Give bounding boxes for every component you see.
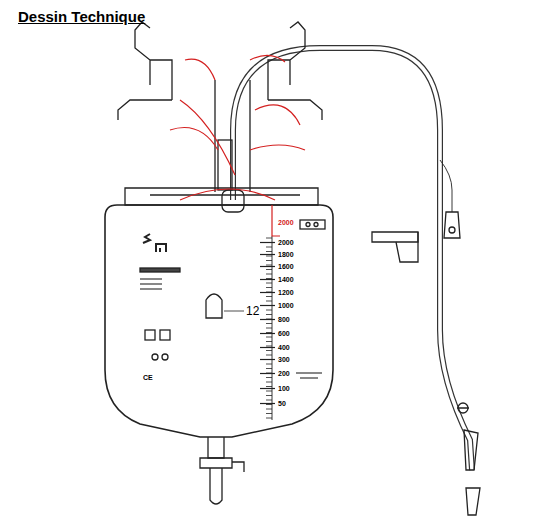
title: Dessin Technique xyxy=(18,9,145,24)
scale-number: 600 xyxy=(278,330,290,337)
scale-number: 100 xyxy=(278,385,290,392)
scale-number: 800 xyxy=(278,316,290,323)
scale-number: 200 xyxy=(278,370,290,377)
scale-number: 1800 xyxy=(278,251,294,258)
scale-number: 300 xyxy=(278,356,290,363)
ce-mark: CE xyxy=(143,374,153,381)
scale-ticks xyxy=(260,238,275,418)
scale-number: 50 xyxy=(278,400,286,407)
scale-number: 1000 xyxy=(278,302,294,309)
scale-number: 1400 xyxy=(278,276,294,283)
scale-number: 2000 xyxy=(278,239,294,246)
scale-number: 1600 xyxy=(278,263,294,270)
scale-number: 2000 xyxy=(278,219,294,226)
scale-number: 1200 xyxy=(278,289,294,296)
callout-number: 12 xyxy=(246,305,259,317)
scale-number: 400 xyxy=(278,344,290,351)
